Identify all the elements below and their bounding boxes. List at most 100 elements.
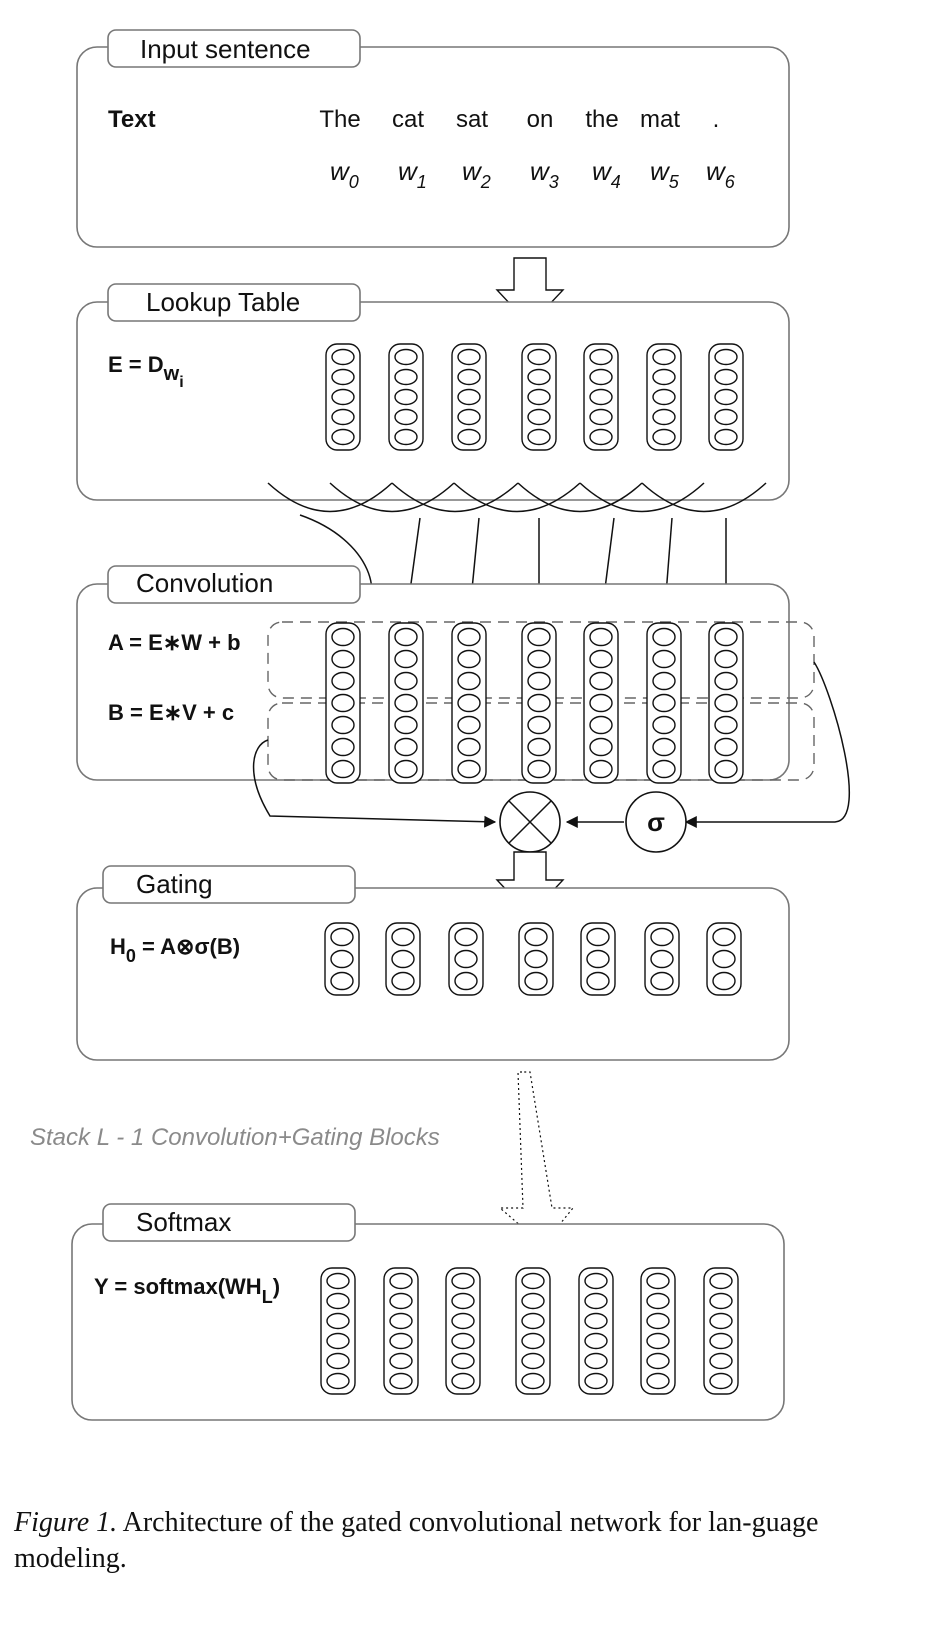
neuron xyxy=(652,737,676,757)
neuron xyxy=(330,927,354,947)
neuron xyxy=(389,1272,413,1290)
neuron xyxy=(394,693,418,713)
neuron xyxy=(709,1372,733,1390)
neuron xyxy=(584,1312,608,1330)
neuron xyxy=(331,627,355,647)
neuron xyxy=(326,1272,350,1290)
neuron xyxy=(331,715,355,735)
gating-block: Gating H0 = A⊗σ(B) xyxy=(76,865,790,1061)
softmax-output-column xyxy=(445,1267,481,1395)
neuron xyxy=(527,368,551,386)
softmax-output-column xyxy=(703,1267,739,1395)
convolution-title: Convolution xyxy=(136,568,273,598)
word-variable: w6 xyxy=(706,156,736,192)
neuron xyxy=(451,1372,475,1390)
input-sentence-title: Input sentence xyxy=(140,34,311,64)
neuron xyxy=(714,428,738,446)
neuron xyxy=(709,1352,733,1370)
neuron xyxy=(652,408,676,426)
svg-text:σ: σ xyxy=(647,807,665,837)
lookup-table-block: Lookup Table E = Dwi xyxy=(76,283,790,501)
neuron xyxy=(524,971,548,991)
neuron xyxy=(646,1372,670,1390)
sigma-operator: σ xyxy=(625,791,687,853)
b-to-multiply-path xyxy=(252,739,497,828)
neuron xyxy=(586,927,610,947)
word-variable: w1 xyxy=(398,156,427,192)
neuron xyxy=(646,1312,670,1330)
neuron xyxy=(584,1352,608,1370)
neuron xyxy=(527,627,551,647)
neuron xyxy=(527,388,551,406)
stack-note: Stack L - 1 Convolution+Gating Blocks xyxy=(30,1124,440,1151)
neuron xyxy=(330,971,354,991)
neuron xyxy=(589,368,613,386)
neuron xyxy=(330,949,354,969)
window-curve xyxy=(329,482,455,513)
neuron xyxy=(527,715,551,735)
neuron xyxy=(646,1272,670,1290)
gated-hidden-column xyxy=(644,922,680,996)
neuron xyxy=(454,949,478,969)
neuron xyxy=(389,1312,413,1330)
neuron xyxy=(389,1292,413,1310)
neuron xyxy=(652,649,676,669)
neuron xyxy=(652,693,676,713)
neuron xyxy=(524,927,548,947)
neuron xyxy=(457,759,481,779)
conv-output-column xyxy=(451,622,487,784)
neuron xyxy=(394,759,418,779)
neuron xyxy=(584,1292,608,1310)
neuron xyxy=(589,693,613,713)
gated-hidden-column xyxy=(448,922,484,996)
neuron xyxy=(394,627,418,647)
neuron xyxy=(589,671,613,691)
window-curve xyxy=(641,482,767,513)
neuron xyxy=(652,671,676,691)
neuron xyxy=(714,715,738,735)
neuron xyxy=(709,1272,733,1290)
neuron xyxy=(589,759,613,779)
neuron xyxy=(394,368,418,386)
conv-output-column xyxy=(521,622,557,784)
neuron xyxy=(394,408,418,426)
token-word: mat xyxy=(640,106,680,133)
window-curve xyxy=(391,482,519,513)
neuron xyxy=(589,388,613,406)
conv-output-column xyxy=(388,622,424,784)
neuron xyxy=(652,368,676,386)
window-curve xyxy=(517,482,643,513)
neuron xyxy=(394,348,418,366)
softmax-formula: Y = softmax(WHL) xyxy=(94,1274,280,1307)
neuron xyxy=(521,1352,545,1370)
neuron xyxy=(394,428,418,446)
neuron xyxy=(527,671,551,691)
neuron xyxy=(326,1312,350,1330)
neuron xyxy=(584,1372,608,1390)
multiply-operator xyxy=(499,791,561,853)
figure-caption: Figure 1. Architecture of the gated conv… xyxy=(14,1505,914,1577)
neuron xyxy=(527,759,551,779)
neuron xyxy=(394,649,418,669)
neuron xyxy=(709,1292,733,1310)
neuron xyxy=(394,388,418,406)
neuron xyxy=(457,737,481,757)
token-word: . xyxy=(713,106,720,133)
neuron xyxy=(527,693,551,713)
neuron xyxy=(646,1352,670,1370)
neuron xyxy=(451,1312,475,1330)
gating-title: Gating xyxy=(136,869,213,899)
neuron xyxy=(326,1372,350,1390)
neuron xyxy=(521,1292,545,1310)
neuron xyxy=(391,971,415,991)
neuron xyxy=(712,927,736,947)
neuron xyxy=(589,649,613,669)
neuron xyxy=(589,348,613,366)
word-variable: w4 xyxy=(592,156,621,192)
neuron xyxy=(454,971,478,991)
neuron xyxy=(652,627,676,647)
neuron xyxy=(457,627,481,647)
